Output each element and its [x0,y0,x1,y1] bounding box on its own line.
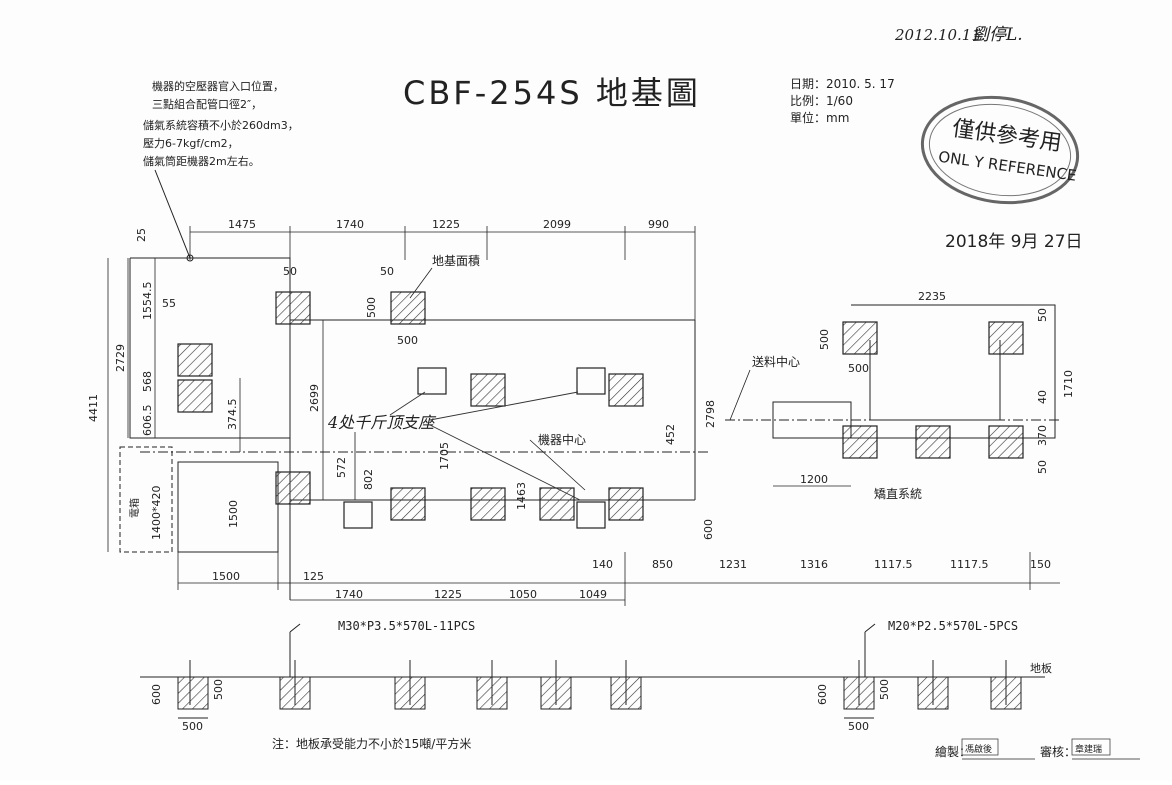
top-dimensions [189,226,696,320]
dim-2798: 2798 [704,400,717,428]
electric-box-label: 電箱 [128,498,141,518]
dim-500-right-h: 500 [848,362,869,375]
left-dimensions [107,258,324,552]
dim-2235: 2235 [918,290,946,303]
checked-by-label: 審核： [1040,744,1076,759]
note-line-2: 三點組合配管口徑2″， [152,97,262,111]
bottom-dimensions [177,552,1060,606]
dim-25: 25 [135,228,148,242]
info-unit: 單位：mm [790,110,849,125]
dim-1049: 1049 [579,588,607,601]
dim-2729: 2729 [114,344,127,372]
jack-arrows [354,391,581,501]
dim-50-a: 50 [283,265,297,278]
checked-by-signature: 章建瑞 [1075,743,1102,755]
dim-150: 150 [1030,558,1051,571]
dim-1117-5-a: 1117.5 [874,558,913,571]
dim-50-right-b: 50 [1036,460,1049,474]
anchor-section-view [140,623,1045,719]
foundation-area-label: 地基面積 [432,253,480,268]
bolt-spec-left: M30*P3.5*570L-11PCS [338,619,475,633]
dim-802: 802 [362,469,375,490]
dim-140: 140 [592,558,613,571]
dim-top-1475: 1475 [228,218,256,231]
dim-top-1740: 1740 [336,218,364,231]
dim-1231: 1231 [719,558,747,571]
dim-1500-h: 1500 [212,570,240,583]
drawn-by-signature: 馮啟後 [965,743,992,755]
dim-572: 572 [335,457,348,478]
dim-1050: 1050 [509,588,537,601]
jack-support-note: 4处千斤顶支座 [327,413,437,432]
dim-2699: 2699 [308,384,321,412]
dim-600: 600 [702,519,715,540]
dim-1554-5: 1554.5 [141,282,154,321]
electric-box-size: 1400*420 [150,486,163,541]
dim-606-5: 606.5 [141,405,154,437]
dim-1200: 1200 [800,473,828,486]
feed-center-label: 送料中心 [752,354,800,369]
note-line-1: 機器的空壓器官入口位置， [152,79,284,93]
dim-40: 40 [1036,390,1049,404]
floor-label: 地板 [1030,661,1052,675]
handwritten-date: 2012.10.11. [894,26,986,44]
dim-section-500-left-v: 500 [212,679,225,700]
info-date: 日期：2010. 5. 17 [790,77,895,91]
dim-1710: 1710 [1062,370,1075,398]
dim-top-2099: 2099 [543,218,571,231]
dim-452: 452 [664,424,677,445]
bolt-spec-right: M20*P2.5*570L-5PCS [888,619,1018,633]
straightening-label: 矯直系統 [874,487,922,501]
dim-374-5: 374.5 [226,399,239,431]
dim-500-right-v: 500 [818,329,831,350]
foundation-blocks [177,291,644,529]
dim-4411: 4411 [87,394,100,422]
dim-1117-5-b: 1117.5 [950,558,989,571]
dim-1316: 1316 [800,558,828,571]
dim-top-990: 990 [648,218,669,231]
dim-1740-bottom: 1740 [335,588,363,601]
dim-55: 55 [162,297,176,310]
electric-box: 電箱 1400*420 [119,446,173,553]
note-line-3: 儲氣系統容積不小於260dm3， [143,118,299,132]
note-line-5: 儲氣筒距機器2m左右。 [143,154,260,168]
info-scale: 比例：1/60 [790,94,853,108]
dim-500-h: 500 [397,334,418,347]
dim-1463: 1463 [515,482,528,510]
dim-top-1225: 1225 [432,218,460,231]
dim-section-500-left-h: 500 [182,720,203,733]
reference-stamp: 僅供參考用 ONL Y REFERENCE [920,95,1080,205]
straightening-system [772,304,1056,459]
dim-500-v: 500 [365,297,378,318]
dim-1500-v: 1500 [227,500,240,528]
air-supply-note: 機器的空壓器官入口位置， 三點組合配管口徑2″， 儲氣系統容積不小於260dm3… [143,79,299,262]
dim-568: 568 [141,371,154,392]
dim-1705: 1705 [438,442,451,470]
dim-section-500-right-h: 500 [848,720,869,733]
date-stamp: 2018年 9月 27日 [945,232,1083,252]
note-line-4: 壓力6-7kgf/cm2， [143,137,239,150]
dim-50-right-a: 50 [1036,308,1049,322]
dim-1225-bottom: 1225 [434,588,462,601]
footnote: 注：地板承受能力不小於15噸/平方米 [272,736,471,751]
dim-125: 125 [303,570,324,583]
handwritten-signature: 劉停L. [972,25,1023,45]
dim-370: 370 [1036,425,1049,446]
dim-850: 850 [652,558,673,571]
machine-center-label: 機器中心 [538,432,586,447]
stamp-line1: 僅供參考用 [951,116,1063,156]
dim-section-500-right-v: 500 [878,679,891,700]
dim-section-600-right: 600 [816,684,829,705]
drawing-title: CBF-254S 地基圖 [403,74,701,112]
dim-section-600-left: 600 [150,684,163,705]
dim-50-b: 50 [380,265,394,278]
